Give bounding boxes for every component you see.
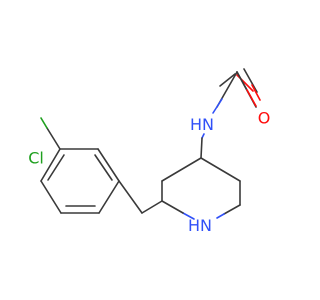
ring-nh-label: NH [188,216,212,235]
c2-n1-bond-blue [216,213,225,219]
ar-bond-6 [98,180,120,214]
c6-ch2-bond [141,200,163,214]
piperidine-ring [161,133,241,220]
carbonyl-double-bond-a [219,73,236,87]
c5-c4-bond [161,157,202,182]
cl-bond [46,127,61,150]
ar-double-1 [94,154,113,181]
chlorine-label: Cl [28,149,44,168]
c2-n1-bond [223,204,241,215]
ar-bond-1 [97,148,120,182]
chemical-structure: NH O NH Cl [28,68,271,235]
ring-n-symbol: N [200,216,212,235]
ar-double-2 [47,154,65,181]
acetamide-group [212,68,261,114]
benzene-ring [40,148,120,214]
co-double-bond-2 [243,68,258,93]
ring-h-symbol: H [188,216,200,235]
amide-h-symbol: H [190,115,202,134]
amide-n-symbol: N [202,115,214,134]
carbonyl-n-bond-blue [212,98,223,114]
cl-bond-green [40,117,48,129]
co-double-bond-1-red [246,89,257,107]
c4-c3-bond [200,157,241,182]
n1-c6-bond [161,200,184,214]
ar-bond-4 [40,180,62,214]
carbonyl-o-label: O [258,109,271,128]
n-to-c4-bond [200,137,203,159]
co-double-bond-2-red [251,84,261,101]
ch2-aryl-bond [118,180,143,214]
ar-bond-3 [40,148,61,182]
amide-nh-label: NH [190,115,214,134]
n1-c6-bond-blue [182,212,195,220]
